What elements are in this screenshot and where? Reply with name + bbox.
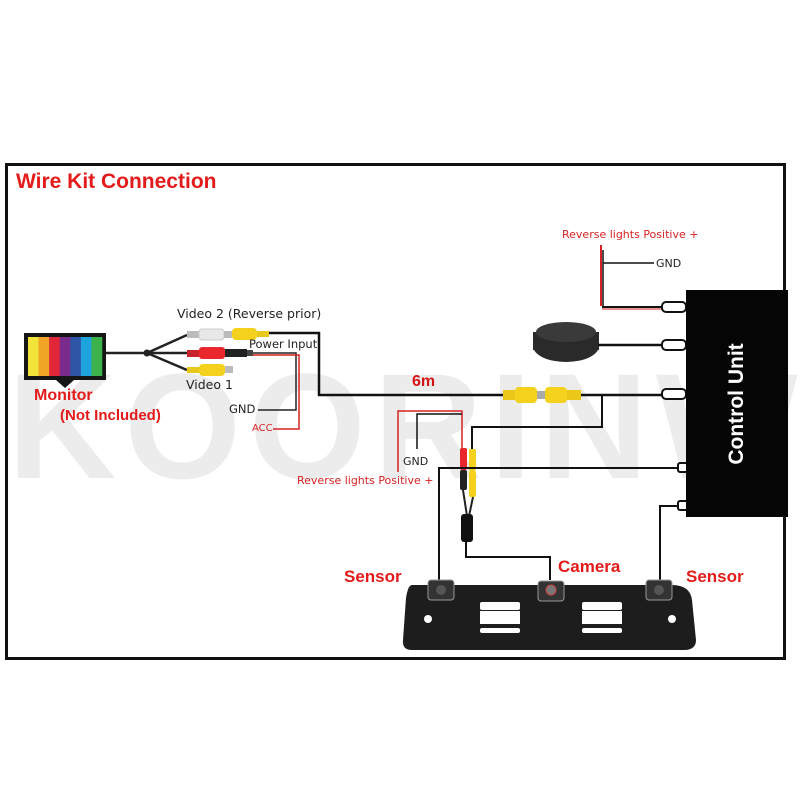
monitor-color-bar <box>91 337 103 376</box>
right-sensor <box>645 579 673 601</box>
monitor-color-bar <box>49 337 61 376</box>
video-cable-6m <box>269 331 685 450</box>
video2-connector <box>187 328 269 341</box>
camera-gnd-label: GND <box>403 455 429 468</box>
video2-label: Video 2 (Reverse prior) <box>177 306 322 321</box>
monitor-color-bar <box>38 337 50 376</box>
monitor-color-bar <box>80 337 92 376</box>
power-connector <box>187 347 253 359</box>
power-wires <box>253 352 300 430</box>
camera-branch-wires <box>397 410 551 580</box>
camera-label: Camera <box>558 557 621 576</box>
camera-reverse-positive-label: Reverse lights Positive + <box>297 474 434 487</box>
diagram-title: Wire Kit Connection <box>16 170 217 193</box>
camera-unit <box>537 580 565 602</box>
control-unit-plugs <box>661 301 689 511</box>
cu-gnd-label: GND <box>656 257 682 270</box>
monitor-icon <box>24 333 106 388</box>
monitor-color-bar <box>59 337 71 376</box>
monitor-color-bar <box>70 337 82 376</box>
acc-label: ACC <box>252 423 273 434</box>
license-plate-frame <box>402 579 696 650</box>
video1-label: Video 1 <box>186 377 233 392</box>
right-sensor-label: Sensor <box>686 567 744 586</box>
control-unit-label: Control Unit <box>725 342 748 465</box>
video1-connector <box>187 364 233 376</box>
power-gnd-label: GND <box>229 402 256 416</box>
monitor-label: Monitor <box>34 387 93 404</box>
monitor-cable <box>106 333 188 372</box>
monitor-color-bar <box>28 337 39 376</box>
reverse-light-wire <box>600 245 662 310</box>
left-sensor <box>427 579 455 601</box>
power-input-label: Power Input <box>249 337 318 351</box>
monitor-note: (Not Included) <box>60 407 161 424</box>
sensor-wires <box>438 467 678 590</box>
cu-reverse-positive-label: Reverse lights Positive + <box>562 228 699 241</box>
cable-length-label: 6m <box>412 373 436 390</box>
left-sensor-label: Sensor <box>344 567 402 586</box>
control-unit: Control Unit <box>686 290 788 517</box>
buzzer <box>533 322 662 362</box>
